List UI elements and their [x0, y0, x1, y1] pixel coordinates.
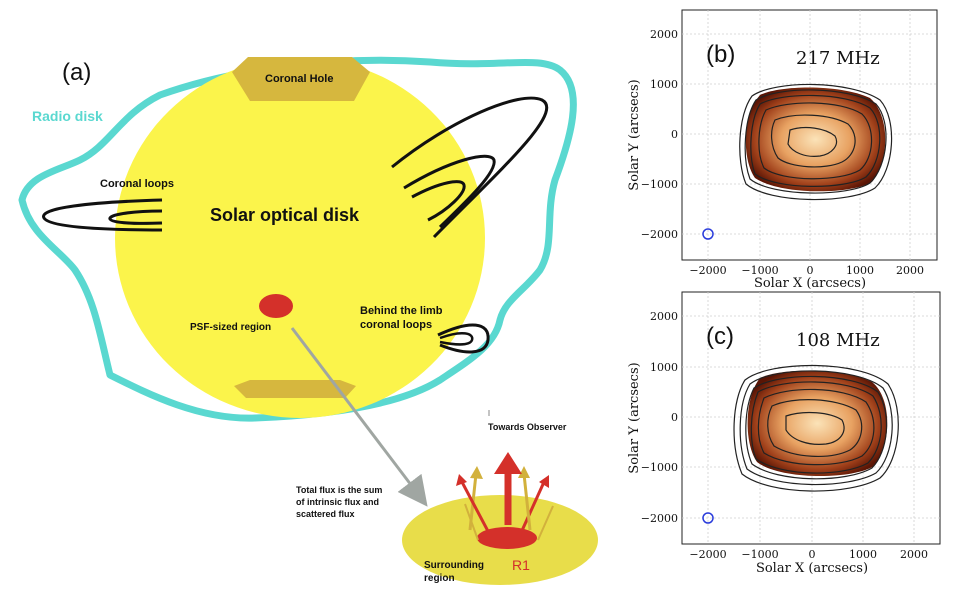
coronal-hole-top [232, 57, 370, 101]
total-flux-label-1: Total flux is the sum [296, 485, 382, 495]
panel-c-xtick-m1000: −1000 [741, 548, 778, 561]
panel-c-xlabel: Solar X (arcsecs) [756, 561, 868, 576]
panel-b-yticks: 2000 1000 0 −1000 −2000 [641, 28, 678, 241]
total-flux-label-2: of intrinsic flux and [296, 497, 379, 507]
flux-arrows [456, 452, 554, 541]
panel-b-freq: 217 MHz [796, 48, 880, 69]
panel-a: (a) Radio disk Coronal Hole Coronal loop… [18, 56, 598, 585]
behind-limb-label-1: Behind the limb [360, 305, 443, 317]
coronal-loop-left-inner [108, 209, 163, 225]
optical-disk [115, 58, 485, 418]
panel-b-ytick-m1000: −1000 [641, 178, 678, 191]
coronal-hole-label: Coronal Hole [265, 73, 333, 85]
panel-b-ytick-1000: 1000 [650, 78, 678, 91]
panel-c: (c) 108 MHz 2000 1000 0 −1000 −2000 −200… [627, 291, 941, 576]
panel-c-ytick-0: 0 [671, 411, 678, 424]
panel-c-freq: 108 MHz [796, 330, 880, 351]
coronal-loop-right-3 [411, 180, 466, 222]
panel-c-sun-image [747, 370, 888, 477]
panel-c-xtick-2000: 2000 [900, 548, 928, 561]
panel-c-ylabel: Solar Y (arcsecs) [627, 362, 642, 473]
panel-b-xlabel: Solar X (arcsecs) [754, 276, 866, 291]
zoom-arrow [290, 327, 428, 507]
panel-c-xtick-1000: 1000 [849, 548, 877, 561]
coronal-loops-label: Coronal loops [100, 178, 174, 190]
panel-c-ytick-2000: 2000 [650, 310, 678, 323]
psf-region [259, 294, 293, 318]
panel-c-ytick-m2000: −2000 [641, 512, 678, 525]
panel-b-xticks: −2000 −1000 0 1000 2000 [689, 264, 924, 277]
panel-b-ytick-m2000: −2000 [641, 228, 678, 241]
panel-c-contours [733, 364, 899, 492]
panel-b-ytick-0: 0 [671, 128, 678, 141]
surrounding-label-2: region [424, 573, 455, 584]
panel-c-xtick-0: 0 [809, 548, 816, 561]
panel-c-yticks: 2000 1000 0 −1000 −2000 [641, 310, 678, 525]
optical-disk-label: Solar optical disk [210, 205, 360, 225]
panel-b-xtick-m2000: −2000 [689, 264, 726, 277]
total-flux-label-3: scattered flux [296, 509, 355, 519]
panel-c-ytick-1000: 1000 [650, 361, 678, 374]
panel-c-beam [702, 512, 714, 524]
coronal-loop-right-2 [403, 154, 496, 229]
coronal-loop-right-1 [391, 96, 549, 239]
panel-b-sun-image [745, 87, 886, 192]
panel-c-xticks: −2000 −1000 0 1000 2000 [689, 548, 928, 561]
panel-c-label: (c) [706, 323, 734, 350]
psf-region-label: PSF-sized region [190, 322, 271, 333]
surrounding-label-1: Surrounding [424, 560, 484, 571]
panel-b: (b) 217 MHz 2000 1000 0 −1000 −2000 −200… [627, 9, 938, 291]
coronal-loop-left-outer [42, 198, 163, 232]
behind-limb-label-2: coronal loops [360, 319, 432, 331]
towards-observer-label: Towards Observer [488, 422, 567, 432]
panel-b-ylabel: Solar Y (arcsecs) [627, 79, 642, 190]
radio-disk-label: Radio disk [32, 108, 103, 124]
panel-c-ytick-m1000: −1000 [641, 461, 678, 474]
behind-limb-loop-outer [437, 323, 490, 354]
panel-c-xtick-m2000: −2000 [689, 548, 726, 561]
panel-a-label: (a) [62, 59, 91, 86]
panel-b-ytick-2000: 2000 [650, 28, 678, 41]
panel-b-xtick-m1000: −1000 [741, 264, 778, 277]
panel-b-label: (b) [706, 41, 735, 68]
panel-b-xtick-2000: 2000 [896, 264, 924, 277]
panel-b-xtick-1000: 1000 [846, 264, 874, 277]
panel-b-beam [702, 228, 714, 240]
panel-b-xtick-0: 0 [807, 264, 814, 277]
coronal-hole-bottom [234, 380, 356, 398]
r1-label: R1 [512, 557, 530, 573]
behind-limb-loop-inner [439, 332, 474, 346]
panel-b-contours [739, 83, 893, 201]
radio-disk-outline [18, 56, 577, 422]
